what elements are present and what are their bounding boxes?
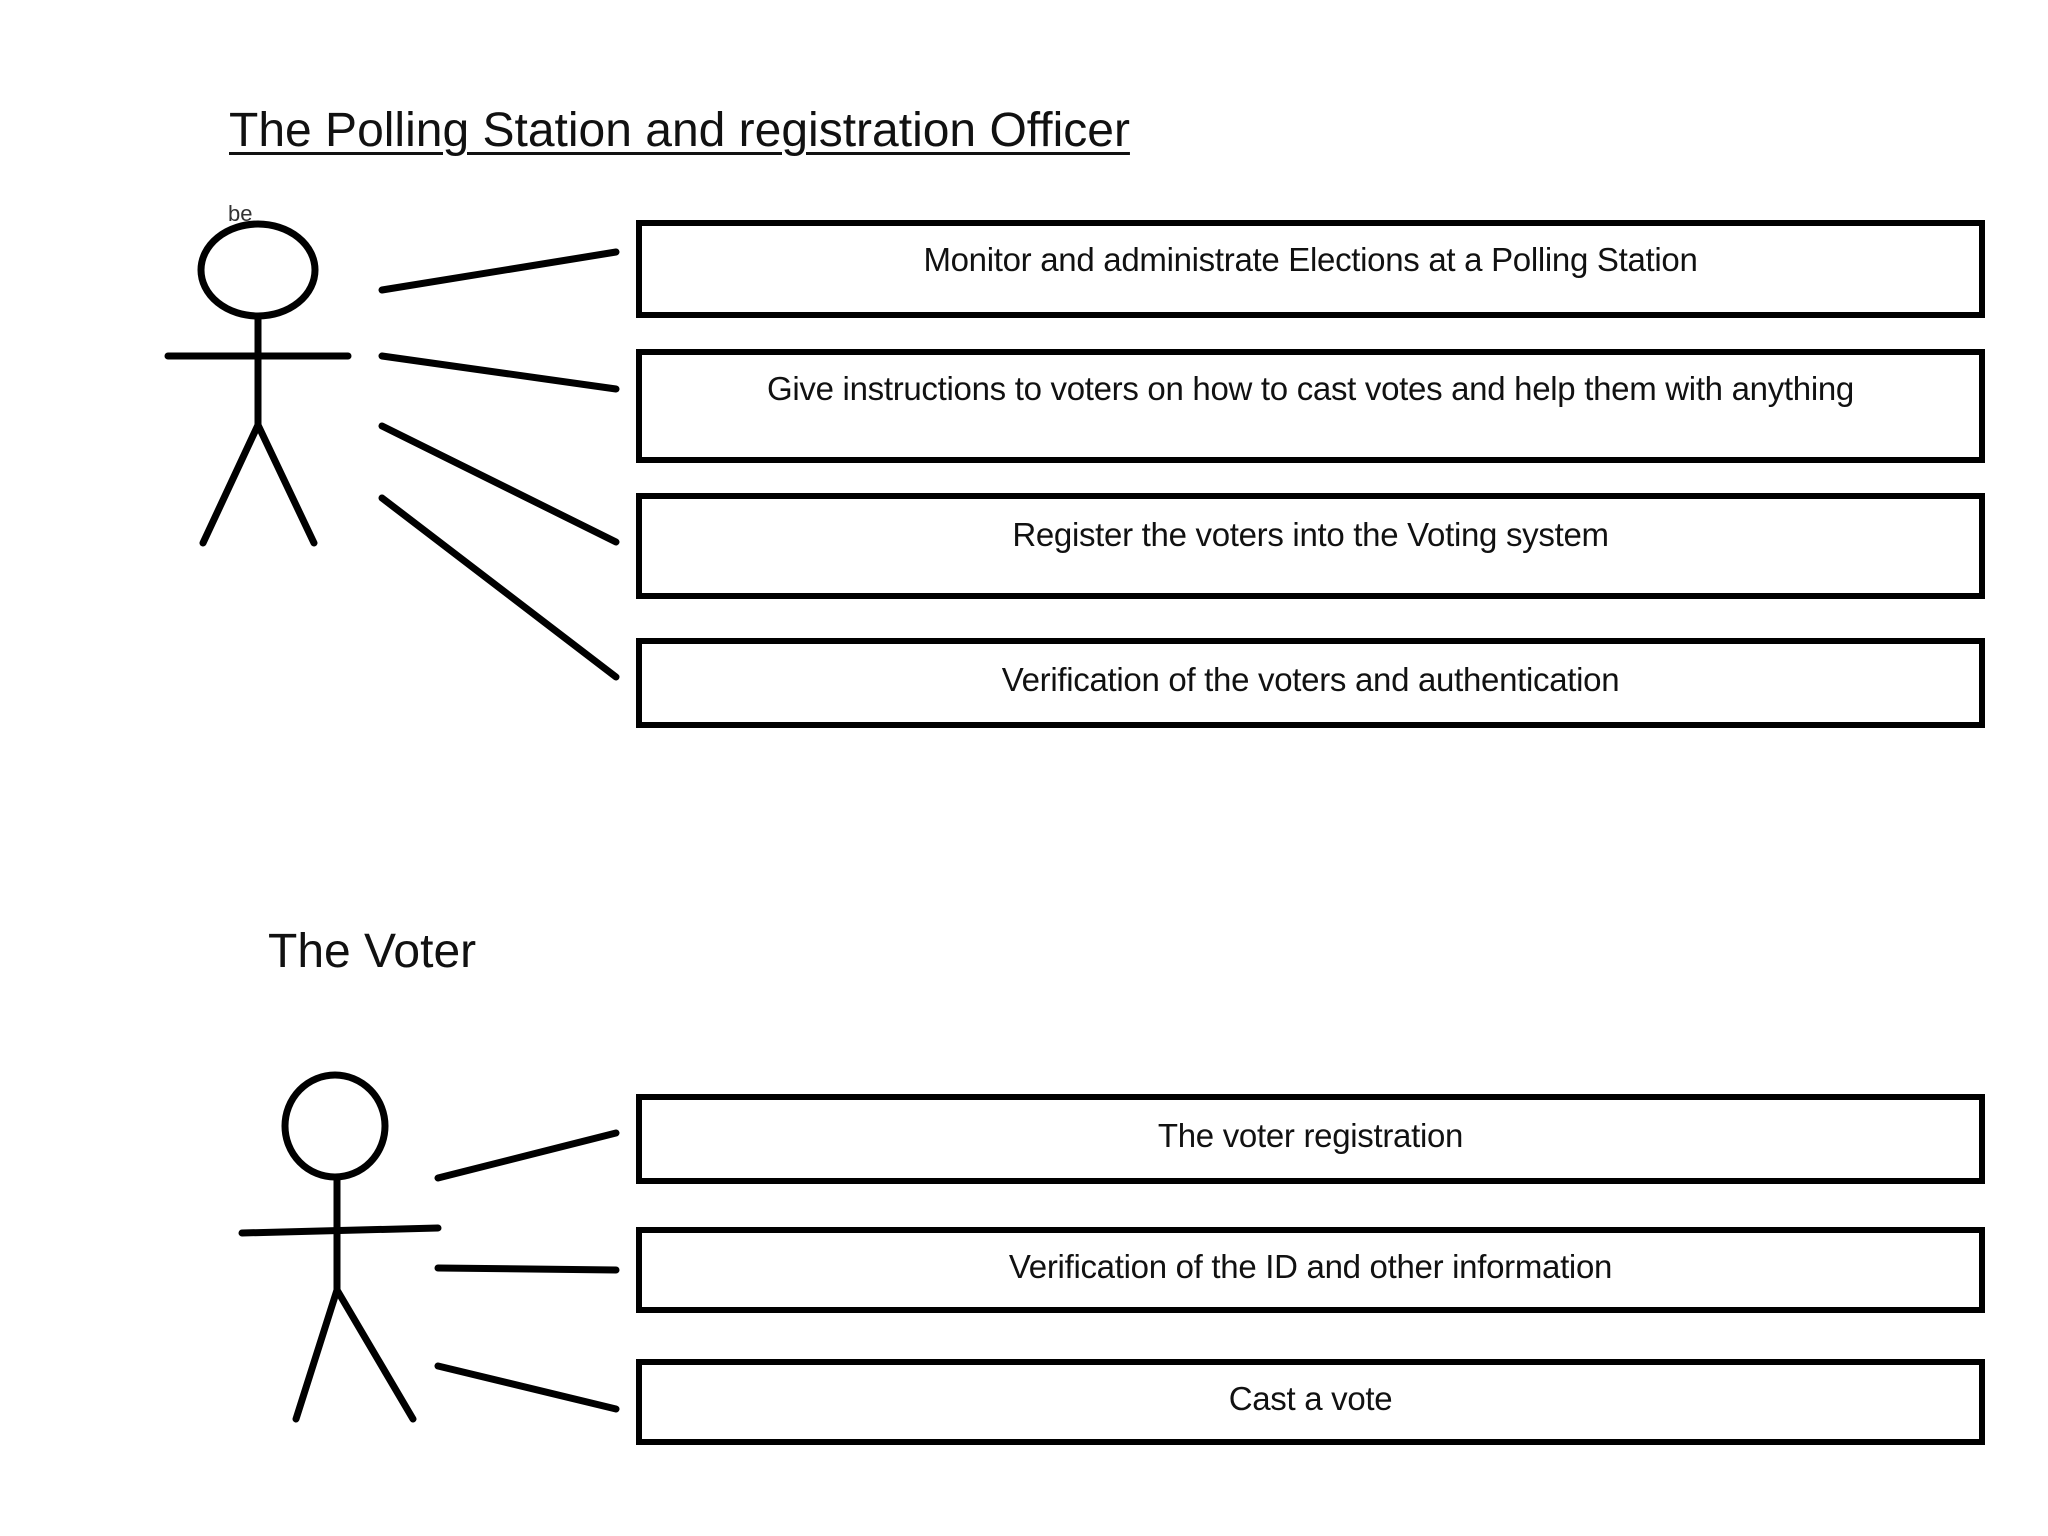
voter-association-2: [434, 1264, 620, 1274]
usecase-label: Verification of the ID and other informa…: [1008, 1248, 1613, 1285]
officer-actor-icon: [164, 220, 352, 547]
officer-actor-right-leg: [254, 421, 318, 547]
voter-actor-icon: [238, 1071, 442, 1423]
officer-actor-title: The Polling Station and registration Off…: [229, 104, 1130, 157]
voter-usecase-cast-vote: Cast a vote: [636, 1359, 1985, 1445]
usecase-label: The voter registration: [1157, 1117, 1464, 1154]
officer-association-3: [378, 422, 620, 546]
voter-actor-right-leg: [333, 1286, 417, 1423]
voter-usecase-verify-id: Verification of the ID and other informa…: [636, 1227, 1985, 1313]
voter-actor-arms: [238, 1224, 442, 1237]
officer-association-2: [378, 352, 620, 393]
officer-actor-head: [197, 220, 319, 320]
officer-usecase-register-voters: Register the voters into the Voting syst…: [636, 493, 1985, 599]
officer-actor-left-leg: [199, 421, 262, 547]
voter-actor-title: The Voter: [268, 925, 477, 978]
usecase-label: Monitor and administrate Elections at a …: [923, 241, 1698, 278]
officer-association-1: [378, 248, 620, 294]
stray-text-mark: be: [228, 201, 253, 226]
usecase-label: Give instructions to voters on how to ca…: [767, 370, 1854, 407]
officer-usecase-monitor-elections: Monitor and administrate Elections at a …: [636, 220, 1985, 318]
voter-association-1: [434, 1129, 620, 1182]
officer-usecase-verification: Verification of the voters and authentic…: [636, 638, 1985, 728]
officer-association-4: [378, 494, 620, 681]
usecase-label: Cast a vote: [1228, 1380, 1393, 1417]
voter-association-3: [434, 1362, 620, 1413]
usecase-label: Verification of the voters and authentic…: [1001, 661, 1620, 698]
voter-actor-left-leg: [292, 1286, 341, 1423]
officer-usecase-give-instructions: Give instructions to voters on how to ca…: [636, 349, 1985, 463]
voter-usecase-registration: The voter registration: [636, 1094, 1985, 1184]
usecase-label: Register the voters into the Voting syst…: [1012, 516, 1609, 553]
voter-actor-head: [281, 1071, 389, 1181]
